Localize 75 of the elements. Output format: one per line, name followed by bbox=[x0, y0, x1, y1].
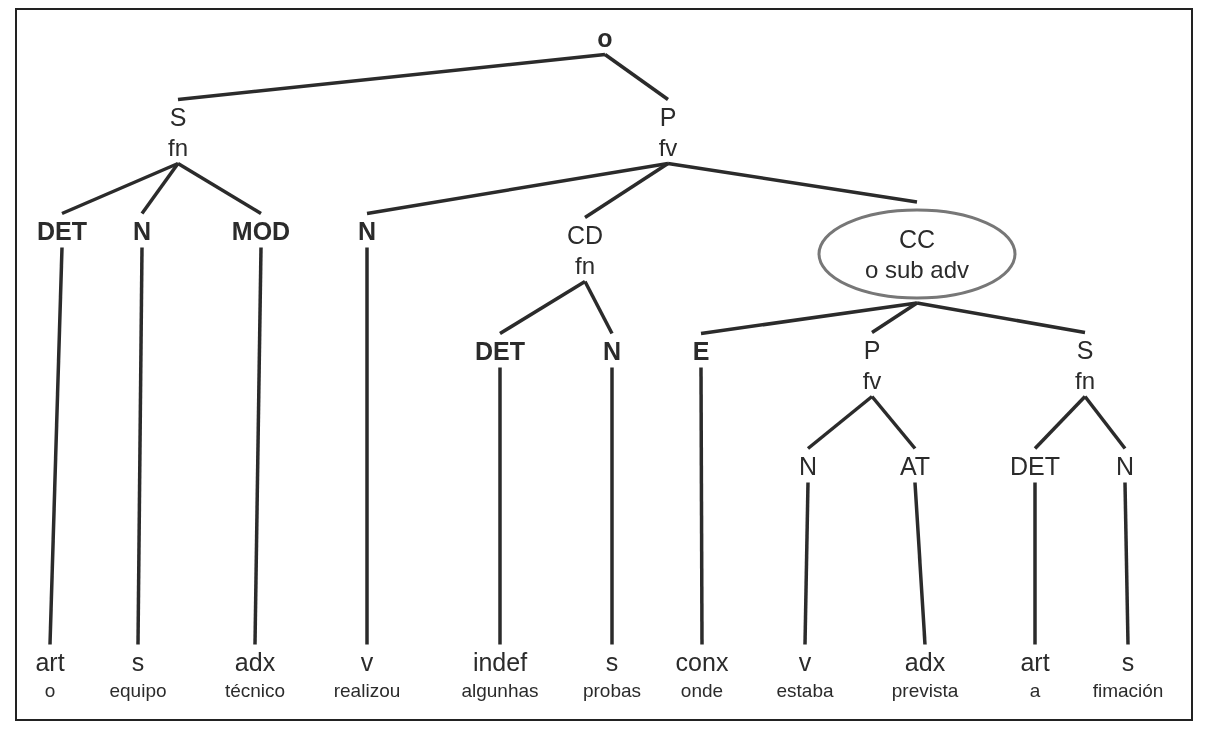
category-label: AT bbox=[899, 450, 931, 482]
tree-branch-line bbox=[177, 52, 606, 102]
tree-branch-line bbox=[366, 161, 669, 216]
category-label: P bbox=[659, 101, 677, 133]
category-label: MOD bbox=[231, 215, 291, 247]
tree-branch-line bbox=[806, 395, 874, 450]
category-label: N bbox=[132, 215, 152, 247]
tree-branch-line bbox=[870, 395, 917, 450]
function-label: o sub adv bbox=[864, 254, 970, 285]
category-label: S bbox=[169, 101, 187, 133]
tree-branch-line bbox=[803, 482, 810, 645]
category-label: P bbox=[863, 334, 881, 366]
tree-branch-line bbox=[700, 301, 918, 336]
word-label: onde bbox=[680, 678, 724, 703]
category-label: E bbox=[692, 335, 710, 367]
category-label: art bbox=[35, 646, 65, 678]
category-label: N bbox=[357, 215, 377, 247]
category-label: adx bbox=[234, 646, 276, 678]
category-label: DET bbox=[1010, 450, 1060, 482]
category-label: conx bbox=[675, 646, 729, 678]
category-label: adx bbox=[904, 646, 946, 678]
category-label: s bbox=[1121, 646, 1135, 678]
tree-branch-line bbox=[499, 280, 586, 335]
function-label: fv bbox=[658, 132, 678, 163]
word-label: realizou bbox=[333, 678, 401, 703]
word-label: algunhas bbox=[461, 678, 539, 703]
function-label: fn bbox=[168, 132, 188, 163]
tree-branch-line bbox=[1033, 395, 1087, 450]
category-label: s bbox=[131, 646, 145, 678]
category-label: DET bbox=[37, 215, 87, 247]
function-label: fn bbox=[575, 250, 595, 281]
category-label: N bbox=[798, 450, 818, 482]
tree-branch-line bbox=[699, 367, 704, 645]
tree-branch-line bbox=[610, 367, 614, 645]
word-label: fimación bbox=[1092, 678, 1164, 703]
tree-branch-line bbox=[913, 482, 927, 645]
word-label: probas bbox=[582, 678, 642, 703]
function-label: fv bbox=[862, 365, 882, 396]
tree-branch-line bbox=[177, 162, 262, 215]
category-label: v bbox=[360, 646, 374, 678]
word-label: estaba bbox=[776, 678, 834, 703]
tree-branch-line bbox=[584, 162, 669, 219]
word-label: técnico bbox=[224, 678, 286, 703]
tree-branch-line bbox=[1033, 482, 1037, 645]
tree-branch-line bbox=[1083, 395, 1127, 450]
category-label: CC bbox=[898, 223, 936, 255]
category-label: s bbox=[605, 646, 619, 678]
tree-branch-line bbox=[253, 247, 263, 645]
tree-branch-line bbox=[365, 247, 369, 645]
tree-branch-line bbox=[916, 301, 1086, 335]
category-label: S bbox=[1076, 334, 1094, 366]
tree-branch-line bbox=[140, 162, 180, 215]
word-label: a bbox=[1029, 678, 1041, 703]
tree-branch-line bbox=[61, 161, 179, 216]
word-label: prevista bbox=[891, 678, 959, 703]
tree-branch-line bbox=[667, 161, 918, 204]
tree-branch-line bbox=[604, 53, 669, 101]
category-label: N bbox=[602, 335, 622, 367]
category-label: CD bbox=[566, 219, 604, 251]
tree-branch-line bbox=[136, 247, 144, 645]
category-label: N bbox=[1115, 450, 1135, 482]
word-label: o bbox=[44, 678, 56, 703]
word-label: equipo bbox=[109, 678, 167, 703]
tree-branch-line bbox=[583, 280, 614, 335]
category-label: v bbox=[798, 646, 812, 678]
tree-branch-line bbox=[48, 247, 64, 645]
tree-branch-line bbox=[498, 367, 502, 645]
category-label: o bbox=[597, 22, 613, 54]
function-label: fn bbox=[1075, 365, 1095, 396]
category-label: art bbox=[1020, 646, 1050, 678]
category-label: indef bbox=[472, 646, 528, 678]
tree-branch-line bbox=[1123, 482, 1130, 645]
ellipse-node bbox=[817, 208, 1017, 300]
tree-branch-line bbox=[871, 301, 918, 334]
category-label: DET bbox=[475, 335, 525, 367]
